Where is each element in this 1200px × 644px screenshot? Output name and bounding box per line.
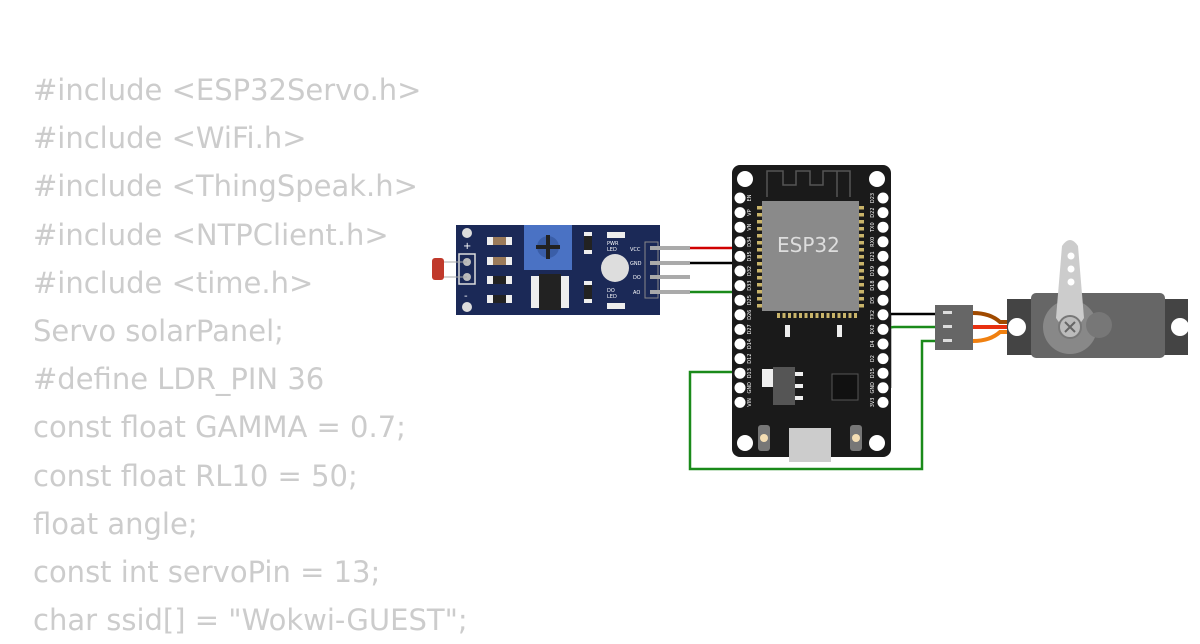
esp32-pin-label: RX0 bbox=[870, 237, 876, 247]
esp32-pin-d25[interactable] bbox=[734, 294, 746, 306]
esp32-pin-d33[interactable] bbox=[734, 280, 746, 292]
esp32-label: ESP32 bbox=[777, 233, 840, 257]
esp32-pin-label: D33 bbox=[747, 280, 753, 290]
code-line: const float RL10 = 50; bbox=[33, 458, 358, 493]
esp32-pin-label: D27 bbox=[747, 324, 753, 334]
pin-label-vcc: VCC bbox=[630, 247, 641, 253]
esp32-pin-vn[interactable] bbox=[734, 221, 746, 233]
esp32-pin-label: D35 bbox=[747, 251, 753, 261]
esp32-pin-vin[interactable] bbox=[734, 396, 746, 408]
esp32-pin-3v3[interactable] bbox=[877, 396, 889, 408]
esp32-pin-gnd[interactable] bbox=[877, 382, 889, 394]
esp32-pin-d35[interactable] bbox=[734, 250, 746, 262]
photoresistor bbox=[432, 258, 444, 280]
esp32-pin-label: RX2 bbox=[870, 324, 876, 334]
esp32-pin-d32[interactable] bbox=[734, 265, 746, 277]
esp32-pin-tx2[interactable] bbox=[877, 309, 889, 321]
esp32-pin-d2[interactable] bbox=[877, 353, 889, 365]
servo-motor[interactable] bbox=[935, 240, 1189, 358]
esp32-pin-label: VP bbox=[747, 209, 753, 215]
pin-label-ao: AO bbox=[633, 290, 640, 296]
code-line: #include <ESP32Servo.h> bbox=[33, 73, 422, 107]
esp32-pin-d14[interactable] bbox=[734, 338, 746, 350]
esp32-pin-d27[interactable] bbox=[734, 323, 746, 335]
esp32-pin-label: D5 bbox=[870, 297, 876, 304]
code-background: #include <ESP32Servo.h> #include <WiFi.h>… bbox=[33, 66, 468, 644]
pin-label-do: DO bbox=[633, 275, 641, 281]
esp32-pin-label: D22 bbox=[870, 207, 876, 217]
esp32-pin-d12[interactable] bbox=[734, 353, 746, 365]
esp32-pin-d34[interactable] bbox=[734, 236, 746, 248]
esp32-pin-label: VIN bbox=[747, 398, 753, 407]
esp32-pin-d5[interactable] bbox=[877, 294, 889, 306]
code-line: Servo solarPanel; bbox=[33, 313, 284, 348]
esp32-board[interactable]: ESP32 ENVPVND34D35D32D33D25D26D27D14D12D… bbox=[732, 165, 891, 462]
esp32-pin-label: TX2 bbox=[870, 310, 876, 321]
code-line: const float GAMMA = 0.7; bbox=[33, 410, 406, 445]
esp32-pin-label: D15 bbox=[870, 368, 876, 378]
esp32-pin-d21[interactable] bbox=[877, 250, 889, 262]
esp32-pin-label: D23 bbox=[870, 193, 876, 203]
esp32-pin-label: D26 bbox=[747, 310, 753, 320]
esp32-pin-label: GND bbox=[747, 382, 753, 394]
minus-label: - bbox=[464, 291, 468, 302]
esp32-pin-label: D19 bbox=[870, 266, 876, 276]
esp32-pin-rx2[interactable] bbox=[877, 323, 889, 335]
esp32-pin-label: 3V3 bbox=[870, 398, 876, 408]
esp32-pin-label: VN bbox=[747, 223, 753, 230]
plus-label: + bbox=[463, 241, 471, 252]
esp32-pin-en[interactable] bbox=[734, 192, 746, 204]
esp32-pin-label: D25 bbox=[747, 295, 753, 305]
esp32-pin-gnd[interactable] bbox=[734, 382, 746, 394]
code-line: #include <WiFi.h> bbox=[33, 121, 307, 156]
esp32-pin-d22[interactable] bbox=[877, 207, 889, 219]
esp32-pin-label: D13 bbox=[747, 368, 753, 378]
esp32-pin-label: EN bbox=[747, 194, 753, 201]
code-line: #define LDR_PIN 36 bbox=[33, 362, 325, 397]
esp32-pin-d15[interactable] bbox=[877, 367, 889, 379]
pin-label-gnd: GND bbox=[630, 261, 642, 267]
esp32-pin-label: D34 bbox=[747, 237, 753, 247]
code-line: float angle; bbox=[33, 506, 198, 541]
esp32-pin-d13[interactable] bbox=[734, 367, 746, 379]
esp32-pin-d18[interactable] bbox=[877, 280, 889, 292]
code-line: const int servoPin = 13; bbox=[33, 554, 381, 589]
esp32-pin-vp[interactable] bbox=[734, 207, 746, 219]
esp32-pin-label: D4 bbox=[870, 340, 876, 347]
esp32-pin-label: D21 bbox=[870, 251, 876, 261]
wire-servo-signal bbox=[688, 339, 945, 471]
esp32-pin-rx0[interactable] bbox=[877, 236, 889, 248]
esp32-pin-tx0[interactable] bbox=[877, 221, 889, 233]
esp32-pin-label: D18 bbox=[870, 280, 876, 290]
esp32-pin-label: D14 bbox=[747, 339, 753, 349]
esp32-pin-d26[interactable] bbox=[734, 309, 746, 321]
esp32-pin-label: TX0 bbox=[870, 222, 876, 233]
esp32-pin-d19[interactable] bbox=[877, 265, 889, 277]
esp32-pin-d4[interactable] bbox=[877, 338, 889, 350]
esp32-pin-d23[interactable] bbox=[877, 192, 889, 204]
esp32-pin-label: D12 bbox=[747, 353, 753, 363]
code-line: #include <time.h> bbox=[33, 265, 314, 300]
esp32-pin-label: D2 bbox=[870, 355, 876, 362]
code-line: #include <NTPClient.h> bbox=[33, 217, 389, 252]
esp32-pin-label: D32 bbox=[747, 266, 753, 276]
code-line: #include <ThingSpeak.h> bbox=[33, 169, 418, 204]
esp32-pin-label: GND bbox=[870, 382, 876, 394]
